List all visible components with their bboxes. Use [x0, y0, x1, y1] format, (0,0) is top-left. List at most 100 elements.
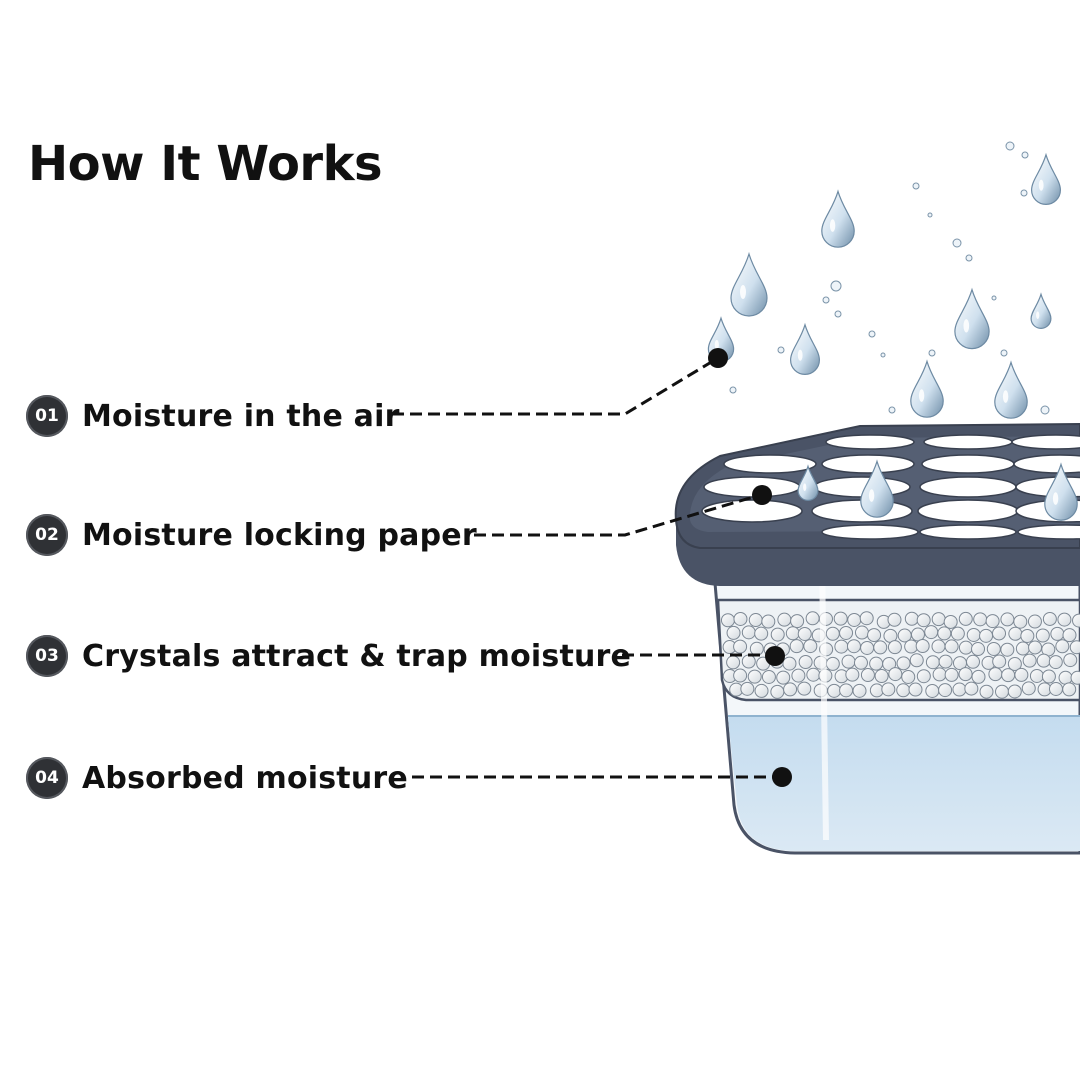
crystal-bead [937, 626, 952, 641]
crystal-bead [1072, 613, 1080, 628]
drop-highlight [1052, 492, 1059, 505]
crystals-group [720, 611, 1080, 699]
air-bubble [880, 352, 886, 358]
drop-highlight [714, 339, 719, 350]
crystal-bead [785, 626, 800, 641]
crystal-bead [995, 684, 1010, 699]
crystal-bead [726, 625, 741, 640]
drop-highlight [1036, 311, 1040, 320]
crystal-bead [749, 641, 764, 656]
crystal-bead [834, 639, 849, 654]
crystal-bead [1036, 653, 1051, 668]
lid-hole [919, 476, 1017, 498]
crystal-bead [797, 626, 812, 641]
step-03: 03 Crystals attract & trap moisture [26, 634, 631, 678]
crystal-bead [985, 614, 1000, 629]
lid-hole [825, 434, 915, 450]
water-drop-icon [910, 359, 944, 418]
step-number-badge: 04 [26, 757, 68, 799]
lid-hole [1011, 434, 1080, 450]
crystal-bead [845, 667, 860, 682]
drop-highlight [803, 483, 807, 492]
crystal-bead [1022, 653, 1037, 668]
air-bubble [1000, 349, 1008, 357]
crystal-bead [1035, 628, 1050, 643]
leader-line-01 [392, 356, 719, 416]
drop-highlight [868, 489, 875, 502]
crystal-bead [1028, 640, 1043, 655]
crystal-bead [733, 639, 748, 654]
crystal-bead [1062, 682, 1077, 697]
crystal-bead [1027, 614, 1042, 629]
crystal-bead [916, 613, 931, 628]
lid-hole [703, 476, 801, 498]
crystal-bead [1014, 667, 1029, 682]
crystal-bead [791, 668, 806, 683]
crystal-bead [896, 683, 911, 698]
water-drop-icon [860, 459, 894, 518]
crystal-bead [1057, 612, 1072, 627]
crystal-bead [1015, 641, 1030, 656]
absorbed-water [728, 716, 1080, 851]
crystal-bead [950, 626, 965, 641]
crystal-bead [790, 614, 805, 629]
crystal-bead [986, 641, 1001, 656]
crystal-bead [943, 614, 958, 629]
leader-line-02 [474, 493, 761, 537]
crystal-bead [733, 611, 748, 626]
leader-lines [392, 356, 782, 779]
crystal-bead [887, 612, 902, 627]
crystal-bead [971, 642, 986, 657]
crystal-bead [869, 656, 884, 671]
crystal-bead [904, 611, 919, 626]
crystal-bead [1021, 681, 1036, 696]
crystal-bead [938, 654, 953, 669]
crystal-bead [853, 655, 868, 670]
crystal-bead [915, 639, 930, 654]
crystal-bead [733, 668, 748, 683]
leader-dot-03 [765, 646, 785, 666]
air-bubble [965, 254, 973, 262]
air-bubble [991, 295, 997, 301]
crystal-bead [803, 639, 818, 654]
lid-hole [701, 499, 803, 523]
crystal-bead [825, 626, 840, 641]
crystal-bead [938, 683, 953, 698]
crystal-bead [958, 640, 973, 655]
crystal-bead [839, 683, 854, 698]
air-bubble [927, 212, 933, 218]
crystal-bead [966, 627, 981, 642]
crystal-bead [988, 667, 1003, 682]
crystal-bead [859, 611, 874, 626]
leader-dot-04 [772, 767, 792, 787]
crystal-bead [888, 667, 903, 682]
air-bubbles-group [729, 141, 1050, 415]
crystal-bead [1000, 642, 1015, 657]
crystal-bead [966, 654, 981, 669]
air-bubble [912, 182, 920, 190]
crystal-bead [726, 655, 741, 670]
crystal-bead [748, 613, 763, 628]
crystal-bead [754, 683, 769, 698]
lid-hole [923, 434, 1013, 450]
step-label: Moisture locking paper [82, 517, 477, 553]
crystal-bead [882, 656, 897, 671]
crystal-bead [798, 654, 813, 669]
crystal-bead [979, 684, 994, 699]
crystal-bead [908, 682, 923, 697]
crystal-bead [931, 639, 946, 654]
air-bubble [888, 406, 896, 414]
leader-dot-01 [708, 348, 728, 368]
crystal-bead [854, 625, 869, 640]
crystal-bead [1069, 640, 1080, 655]
crystal-bead [1058, 670, 1073, 685]
crystal-bead [783, 682, 798, 697]
crystal-bead [887, 640, 902, 655]
crystal-bead [958, 667, 973, 682]
crystal-bead [789, 639, 804, 654]
step-01: 01 Moisture in the air [26, 394, 400, 438]
crystal-bead [860, 640, 875, 655]
lid-hole [723, 454, 817, 474]
crystal-bead [740, 681, 755, 696]
crystal-bead [992, 654, 1007, 669]
